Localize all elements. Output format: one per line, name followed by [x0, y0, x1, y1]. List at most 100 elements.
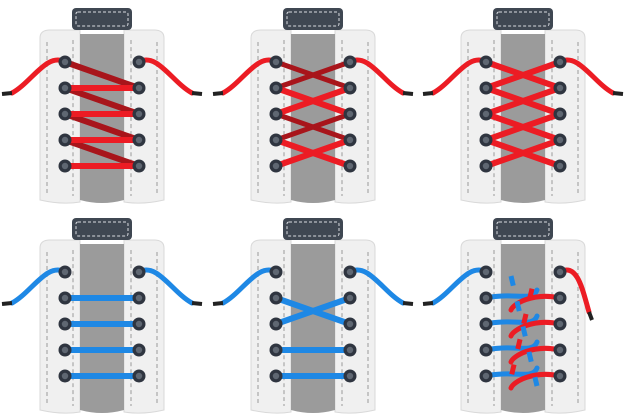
eyelet-hole — [346, 110, 354, 118]
red-lace-loop — [508, 320, 563, 339]
eyelet-hole — [556, 294, 564, 302]
eyelet-hole — [482, 58, 490, 66]
eyelet-hole — [556, 320, 564, 328]
left-aglet — [422, 91, 434, 96]
red-center-run — [506, 275, 538, 387]
blue-center-run — [508, 275, 540, 387]
lace-underside-diagonal — [273, 59, 353, 91]
eyelet-hole — [482, 346, 490, 354]
tongue-tag — [283, 8, 343, 30]
eyelet-hole — [272, 320, 280, 328]
eyelet-hole — [272, 84, 280, 92]
eyelet-hole — [272, 110, 280, 118]
tongue-tag-stitch — [75, 221, 129, 237]
lace-cross — [273, 85, 353, 117]
tongue — [291, 34, 335, 203]
tongue-tag — [72, 218, 132, 240]
eyelet-hole — [482, 84, 490, 92]
eyelet-hole — [61, 320, 69, 328]
eyelet-hole — [135, 294, 143, 302]
right-aglet — [402, 301, 414, 306]
eyelet-hole — [556, 58, 564, 66]
tongue-tag — [493, 218, 553, 240]
lacing-diagram-straight-bar-red — [1, 8, 203, 204]
lacing-diagram-single-cross-blue — [212, 218, 414, 414]
eyelet-hole — [61, 268, 69, 276]
eyelet-hole — [135, 58, 143, 66]
tongue-tag-stitch — [286, 221, 340, 237]
eyelet-hole — [272, 372, 280, 380]
eyelet-hole — [135, 136, 143, 144]
eyelet-hole — [61, 372, 69, 380]
lace-underside-diagonal — [62, 59, 142, 91]
eyelet-hole — [61, 58, 69, 66]
blue-lace-loop — [483, 287, 540, 301]
tongue — [80, 244, 124, 413]
eyelet-hole — [482, 162, 490, 170]
eyelet-hole — [61, 162, 69, 170]
tongue-tag-stitch — [496, 11, 550, 27]
right-aglet — [191, 91, 203, 96]
eyelet-hole — [346, 84, 354, 92]
eyelet-hole — [135, 110, 143, 118]
red-lace-loop — [508, 294, 563, 313]
eyelet-hole — [482, 268, 490, 276]
eyelet-hole — [346, 268, 354, 276]
eyelet-hole — [272, 268, 280, 276]
eyelet-hole — [135, 84, 143, 92]
tongue-tag — [283, 218, 343, 240]
eyelet-hole — [556, 84, 564, 92]
eyelet-hole — [272, 294, 280, 302]
lace-cross — [483, 137, 563, 169]
eyelet-hole — [556, 110, 564, 118]
lacing-diagram-two-color-weave — [422, 218, 594, 414]
blue-lace-loop — [483, 313, 540, 327]
tongue-tag-stitch — [286, 11, 340, 27]
eyelet-hole — [135, 162, 143, 170]
left-aglet — [1, 301, 13, 306]
blue-lace-loop — [483, 365, 540, 379]
eyelet-hole — [482, 136, 490, 144]
eyelet-hole — [482, 320, 490, 328]
lacing-diagram-ladder-cross-red — [422, 8, 624, 204]
lace-underside-diagonal — [62, 111, 142, 143]
tongue-tag-stitch — [75, 11, 129, 27]
tongue-tag-stitch — [496, 221, 550, 237]
eyelet-hole — [135, 372, 143, 380]
eyelet-hole — [346, 372, 354, 380]
right-aglet — [612, 91, 624, 96]
lacing-diagram-straight-european-blue — [1, 218, 203, 414]
lace-underside-diagonal — [62, 137, 142, 169]
lace-cross — [483, 111, 563, 143]
left-aglet — [422, 301, 434, 306]
lace-underside-diagonal — [62, 85, 142, 117]
right-aglet — [587, 311, 594, 321]
eyelet-hole — [482, 372, 490, 380]
eyelet-hole — [482, 110, 490, 118]
eyelet-hole — [61, 346, 69, 354]
left-aglet — [212, 301, 224, 306]
eyelet-hole — [346, 346, 354, 354]
eyelet-hole — [61, 136, 69, 144]
eyelet-hole — [482, 294, 490, 302]
eyelet-hole — [135, 346, 143, 354]
eyelet-hole — [61, 84, 69, 92]
lace-cross — [483, 59, 563, 91]
lace-cross — [273, 295, 353, 327]
right-aglet — [191, 301, 203, 306]
red-lace-loop — [508, 346, 563, 365]
right-aglet — [402, 91, 414, 96]
tongue — [291, 244, 335, 413]
eyelet-hole — [346, 294, 354, 302]
tongue-tag — [72, 8, 132, 30]
eyelet-hole — [135, 268, 143, 276]
eyelet-hole — [346, 136, 354, 144]
eyelet-hole — [272, 58, 280, 66]
red-lace-loop — [508, 372, 563, 391]
lace-cross — [483, 85, 563, 117]
eyelet-hole — [272, 136, 280, 144]
eyelet-hole — [346, 320, 354, 328]
eyelet-hole — [556, 372, 564, 380]
